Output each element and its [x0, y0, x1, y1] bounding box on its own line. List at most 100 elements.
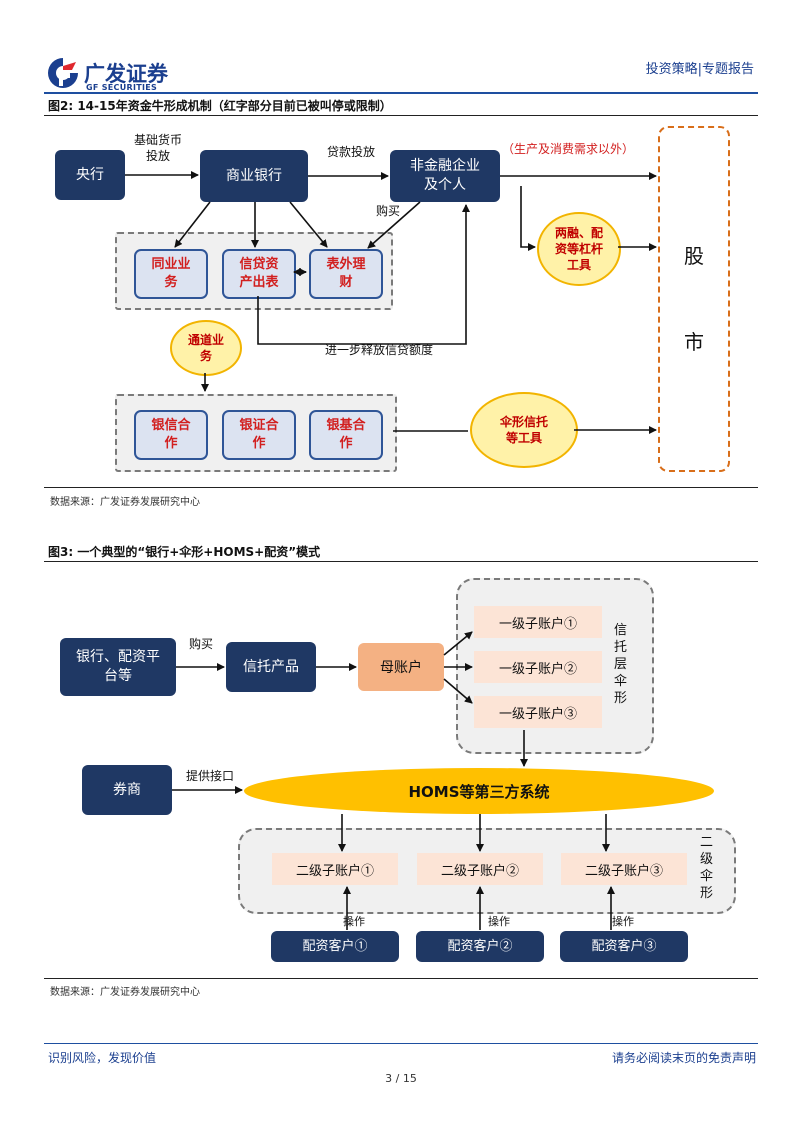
footer-rule — [44, 1043, 758, 1044]
footer-slogan: 识别风险，发现价值 — [48, 1051, 157, 1065]
level2-sub-account-2-label: 二级子账户② — [440, 863, 519, 879]
credit-out-label-2: 产出表 — [239, 275, 279, 290]
trust-layer-char: 层 — [614, 657, 628, 672]
arrow-release-credit — [257, 204, 470, 345]
arrow-to-margin — [520, 186, 536, 251]
offbalance-label-2: 财 — [339, 275, 353, 290]
figure2-top-rule — [44, 115, 758, 116]
base-money-line-2: 投放 — [145, 148, 170, 163]
second-umbrella-char: 级 — [700, 852, 714, 867]
channel-label-1: 通道业 — [187, 332, 224, 347]
arrow-bank-to-interbank — [174, 201, 211, 248]
offbalance-node: 表外理 财 — [309, 249, 383, 299]
level2-sub-account-3: 二级子账户③ — [561, 853, 687, 885]
client-2-label: 配资客户② — [447, 938, 513, 954]
arrow-mother-to-sub1-3 — [443, 678, 473, 704]
second-umbrella-char: 形 — [700, 886, 714, 901]
channel-business-node: 通道业 务 — [170, 320, 242, 376]
credit-out-label-1: 信贷资 — [239, 257, 279, 273]
interface-label: 提供接口 — [185, 769, 234, 783]
mother-account-label: 母账户 — [380, 660, 422, 676]
umbrella-label-2: 等工具 — [505, 431, 542, 445]
level1-sub-account-3-label: 一级子账户③ — [498, 706, 577, 722]
homs-system-node: HOMS等第三方系统 — [244, 768, 714, 814]
trust-layer-label: 信 托 层 伞 形 — [614, 622, 627, 707]
interbank-label-1: 同业业 — [151, 257, 191, 273]
purchase-label-fig3: 购买 — [188, 637, 213, 651]
margin-label-3: 工具 — [566, 258, 591, 273]
bank-trust-label-1: 银信合 — [151, 418, 191, 434]
figure2-bottom-rule — [44, 487, 758, 488]
trust-layer-char: 信 — [614, 623, 628, 638]
loans-label: 贷款投放 — [326, 145, 375, 159]
level1-sub-account-1: 一级子账户① — [474, 606, 602, 638]
central-bank-node: 央行 — [55, 150, 125, 200]
logo-subtitle: GF SECURITIES — [86, 83, 158, 92]
logo-icon — [46, 56, 80, 90]
client-3-node: 配资客户③ — [560, 931, 688, 962]
margin-tools-node: 两融、配 资等杠杆 工具 — [537, 212, 621, 286]
figure3-bottom-rule — [44, 978, 758, 979]
level2-sub-account-2: 二级子账户② — [417, 853, 543, 885]
level2-sub-account-3-label: 二级子账户③ — [584, 863, 663, 879]
margin-label-2: 资等杠杆 — [554, 241, 603, 256]
trust-layer-char: 托 — [614, 640, 628, 655]
bank-trust-label-2: 作 — [164, 436, 178, 451]
credit-out-node: 信贷资 产出表 — [222, 249, 296, 299]
logo-name: 广发证券 — [84, 62, 168, 86]
header-rule — [44, 92, 758, 94]
client-1-label: 配资客户① — [302, 938, 368, 954]
umbrella-trust-node: 伞形信托 等工具 — [470, 392, 578, 468]
bank-fund-node: 银基合 作 — [309, 410, 383, 460]
operate-label-2: 操作 — [488, 915, 510, 928]
figure3-source: 数据来源：广发证券发展研究中心 — [50, 987, 200, 998]
level1-sub-account-3: 一级子账户③ — [474, 696, 602, 728]
channel-label-2: 务 — [199, 349, 212, 363]
client-3-label: 配资客户③ — [591, 938, 657, 954]
broker-node: 券商 — [82, 765, 172, 815]
bank-trust-node: 银信合 作 — [134, 410, 208, 460]
second-umbrella-label: 二 级 伞 形 — [700, 834, 713, 902]
base-money-line-1: 基础货币 — [133, 133, 182, 147]
release-credit-label: 进一步释放信贷额度 — [324, 343, 433, 357]
bank-sec-label-2: 作 — [252, 436, 266, 451]
base-money-label: 基础货币 投放 — [128, 133, 188, 164]
figure2-source: 数据来源：广发证券发展研究中心 — [50, 497, 200, 508]
nonfinancial-label-1: 非金融企业 — [410, 158, 480, 175]
arrow-mother-to-sub1-1 — [443, 631, 473, 656]
second-umbrella-char: 二 — [700, 835, 714, 850]
mother-account-node: 母账户 — [358, 643, 444, 691]
bank-sec-node: 银证合 作 — [222, 410, 296, 460]
level2-sub-account-1: 二级子账户① — [272, 853, 398, 885]
offbalance-label-1: 表外理 — [326, 257, 366, 273]
commercial-bank-node: 商业银行 — [200, 150, 308, 202]
bank-platform-node: 银行、配资平 台等 — [60, 638, 176, 696]
bank-fund-label-1: 银基合 — [326, 418, 366, 434]
interbank-node: 同业业 务 — [134, 249, 208, 299]
interbank-label-2: 务 — [164, 275, 178, 290]
client-2-node: 配资客户② — [416, 931, 544, 962]
level2-sub-account-1-label: 二级子账户① — [295, 863, 374, 879]
second-umbrella-char: 伞 — [700, 869, 714, 884]
umbrella-label-1: 伞形信托 — [499, 414, 548, 429]
commercial-bank-label: 商业银行 — [226, 167, 282, 184]
homs-label: HOMS等第三方系统 — [408, 782, 550, 801]
central-bank-label: 央行 — [76, 166, 104, 183]
trust-layer-char: 伞 — [614, 674, 628, 689]
footer-disclaimer: 请务必阅读末页的免责声明 — [611, 1051, 756, 1065]
figure2-title: 图2: 14-15年资金牛形成机制（红字部分目前已被叫停或限制） — [48, 99, 392, 113]
bank-platform-label-2: 台等 — [104, 668, 132, 684]
stock-market-box — [658, 126, 730, 472]
level1-sub-account-2-label: 一级子账户② — [498, 661, 577, 677]
nonfinancial-node: 非金融企业 及个人 — [390, 150, 500, 202]
exclusion-label: （生产及消费需求以外） — [502, 142, 635, 156]
trust-layer-char: 形 — [614, 691, 628, 706]
arrow-nonfinancial-to-offbalance — [367, 201, 421, 249]
broker-label: 券商 — [113, 781, 141, 798]
bank-platform-label-1: 银行、配资平 — [76, 649, 160, 666]
page-number: 3 / 15 — [385, 1072, 417, 1085]
stock-market-label-2: 市 — [684, 330, 704, 354]
level1-sub-account-1-label: 一级子账户① — [498, 616, 577, 632]
margin-label-1: 两融、配 — [554, 225, 603, 240]
